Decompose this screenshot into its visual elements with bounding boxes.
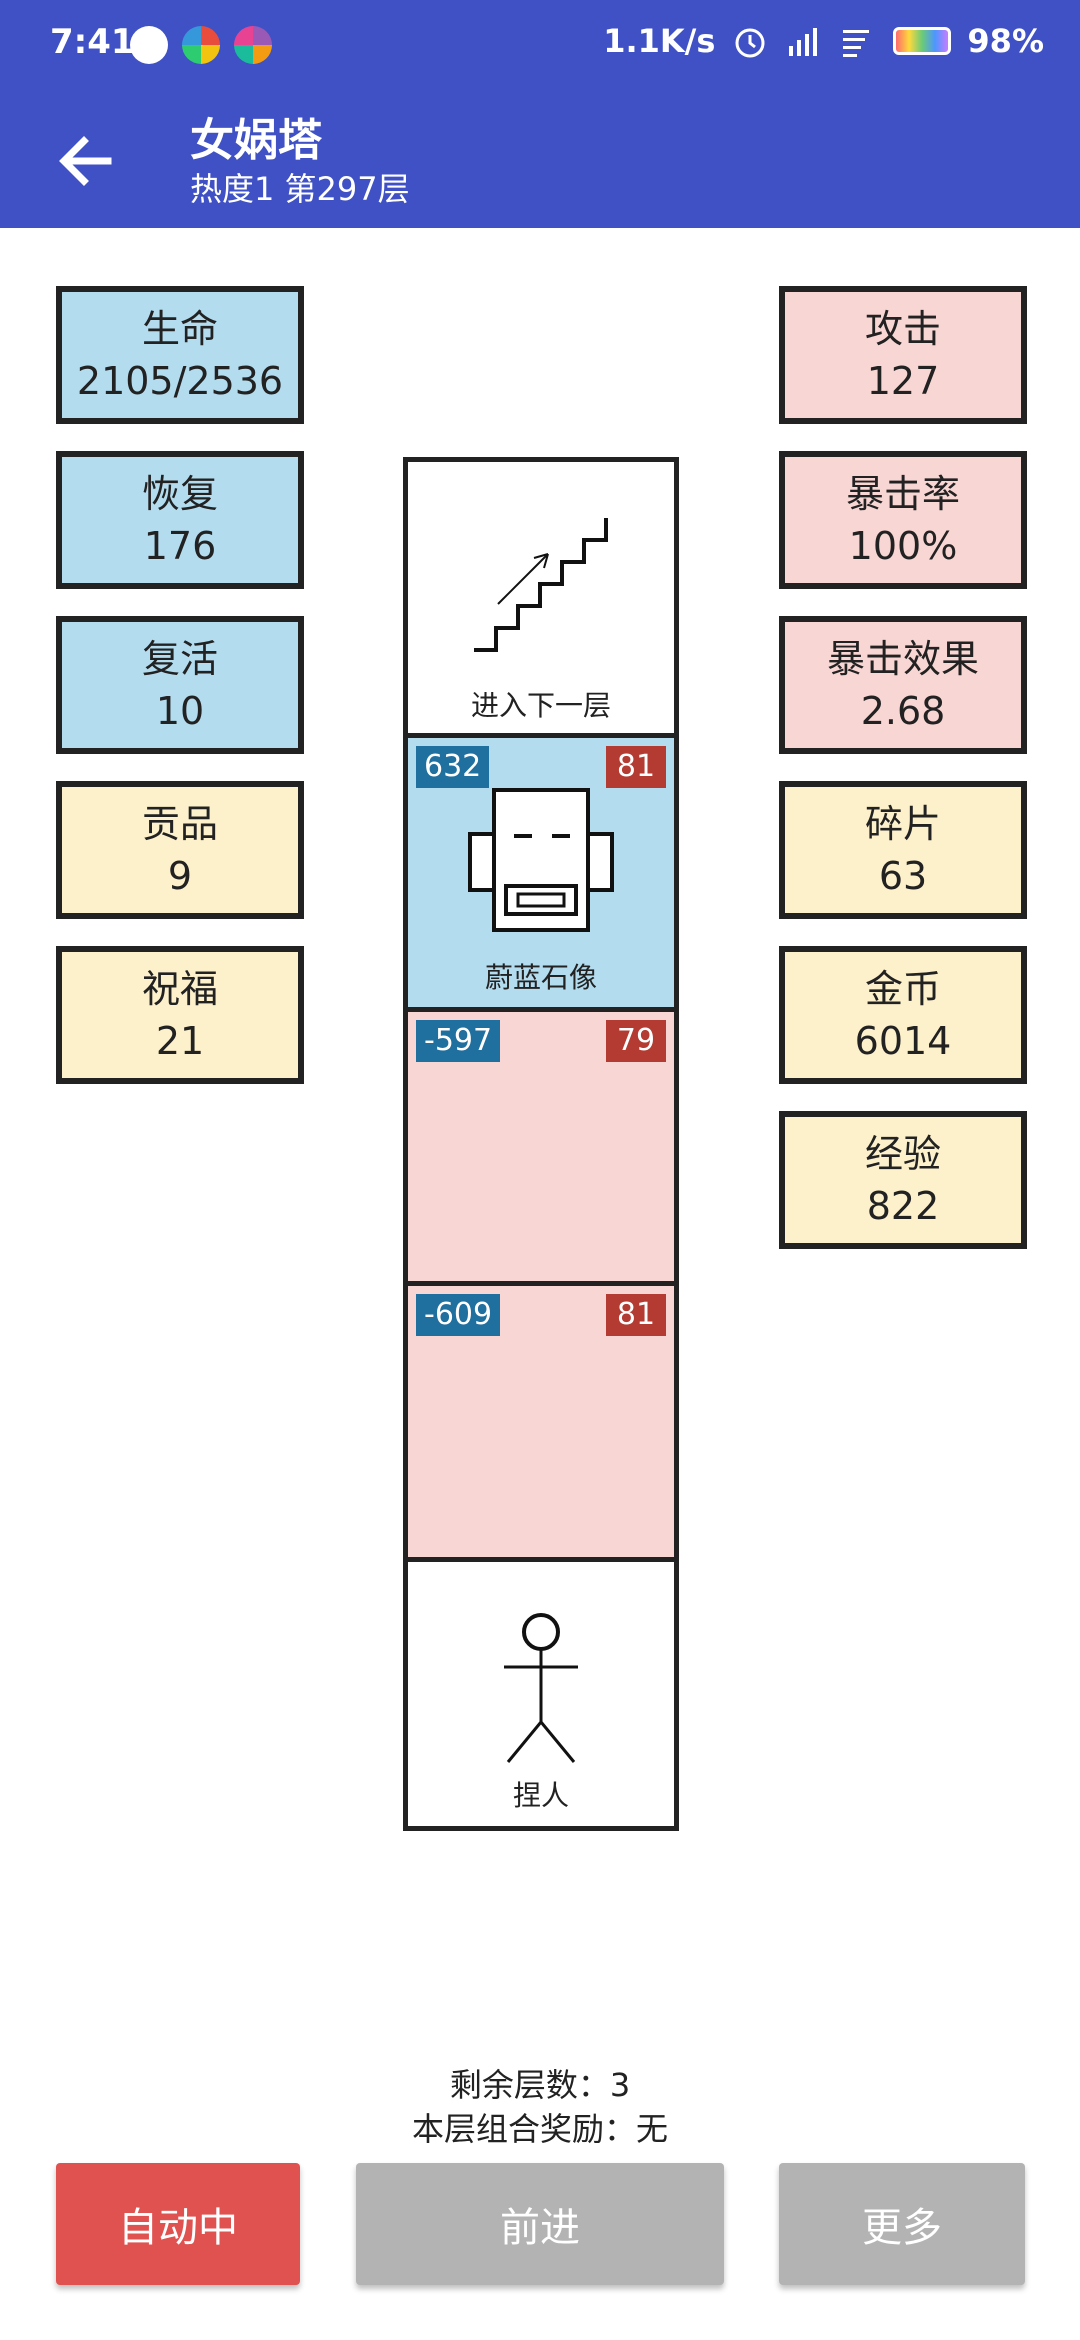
stat-label: 攻击	[864, 307, 941, 351]
stat-value: 176	[143, 524, 217, 568]
room-damage-badge: -597	[416, 1020, 501, 1062]
stat-shards: 碎片 63	[779, 781, 1027, 919]
stat-crit-effect: 暴击效果 2.68	[779, 616, 1027, 754]
alarm-icon	[735, 28, 765, 58]
notification-app-icon	[130, 26, 168, 64]
stat-value: 2105/2536	[76, 359, 284, 403]
forward-button[interactable]: 前进	[356, 2163, 724, 2285]
tower-cell-room[interactable]: -609 81	[408, 1286, 674, 1562]
stat-label: 暴击率	[845, 472, 960, 516]
monster-attack-badge: 81	[606, 746, 666, 788]
tower: 进入下一层 632 81 蔚蓝石像 -597 79 -609 81	[403, 457, 679, 1831]
stat-label: 碎片	[864, 802, 941, 846]
stat-value: 63	[878, 854, 928, 898]
room-attack-badge: 81	[606, 1294, 666, 1336]
tower-cell-monster[interactable]: 632 81 蔚蓝石像	[408, 738, 674, 1012]
status-bar: 7:41 1.1K/s 9	[0, 0, 1080, 96]
monster-name: 蔚蓝石像	[484, 961, 597, 994]
stairs-icon	[474, 518, 608, 652]
stat-value: 21	[155, 1019, 205, 1063]
stat-value: 100%	[848, 524, 958, 568]
stat-label: 经验	[864, 1132, 941, 1176]
stat-label: 金币	[864, 967, 941, 1011]
notification-app-icon	[234, 26, 272, 64]
stairs-label: 进入下一层	[470, 689, 611, 722]
back-arrow-icon[interactable]	[50, 126, 120, 196]
stat-attack: 攻击 127	[779, 286, 1027, 424]
stat-label: 复活	[141, 637, 218, 681]
stat-blessing: 祝福 21	[56, 946, 304, 1084]
stat-gold: 金币 6014	[779, 946, 1027, 1084]
robot-icon	[468, 788, 614, 932]
battery-level: 98%	[967, 22, 1044, 60]
stat-value: 127	[866, 359, 940, 403]
top-bar: 7:41 1.1K/s 9	[0, 0, 1080, 228]
floor-reward: 本层组合奖励：无	[411, 2110, 668, 2148]
stat-value: 9	[167, 854, 193, 898]
tower-cell-room[interactable]: -597 79	[408, 1012, 674, 1286]
stat-exp: 经验 822	[779, 1111, 1027, 1249]
stat-revive: 复活 10	[56, 616, 304, 754]
wifi-list-icon	[843, 30, 870, 57]
status-right: 1.1K/s 98%	[603, 22, 1044, 60]
stat-regen: 恢复 176	[56, 451, 304, 589]
page-subtitle: 热度1 第297层	[190, 170, 410, 208]
signal-icon	[789, 28, 818, 56]
player-label: 捏人	[512, 1779, 569, 1812]
stat-label: 贡品	[141, 802, 218, 846]
stat-label: 祝福	[141, 967, 218, 1011]
stat-value: 2.68	[860, 689, 946, 733]
notification-app-icon	[182, 26, 220, 64]
stat-tribute: 贡品 9	[56, 781, 304, 919]
battery-icon	[893, 27, 952, 55]
room-attack-badge: 79	[606, 1020, 666, 1062]
app-bar: 女娲塔 热度1 第297层	[0, 96, 1080, 228]
stat-label: 恢复	[141, 472, 218, 516]
tower-cell-player[interactable]: 捏人	[408, 1562, 674, 1826]
notification-icons	[130, 26, 272, 64]
auto-button[interactable]: 自动中	[56, 2163, 300, 2285]
stat-value: 822	[866, 1184, 940, 1228]
remaining-floors: 剩余层数：3	[449, 2066, 631, 2104]
stat-label: 暴击效果	[826, 637, 979, 681]
monster-damage-badge: 632	[416, 746, 490, 788]
stat-value: 10	[155, 689, 205, 733]
more-button[interactable]: 更多	[779, 2163, 1025, 2285]
net-speed: 1.1K/s	[603, 22, 716, 60]
tower-cell-stairs[interactable]: 进入下一层	[408, 462, 674, 738]
stat-value: 6014	[854, 1019, 952, 1063]
stat-hp: 生命 2105/2536	[56, 286, 304, 424]
room-damage-badge: -609	[416, 1294, 501, 1336]
stat-crit-rate: 暴击率 100%	[779, 451, 1027, 589]
status-time: 7:41	[50, 22, 135, 62]
stat-label: 生命	[141, 307, 218, 351]
stick-figure-icon	[504, 1613, 578, 1763]
page-title: 女娲塔	[190, 115, 322, 166]
